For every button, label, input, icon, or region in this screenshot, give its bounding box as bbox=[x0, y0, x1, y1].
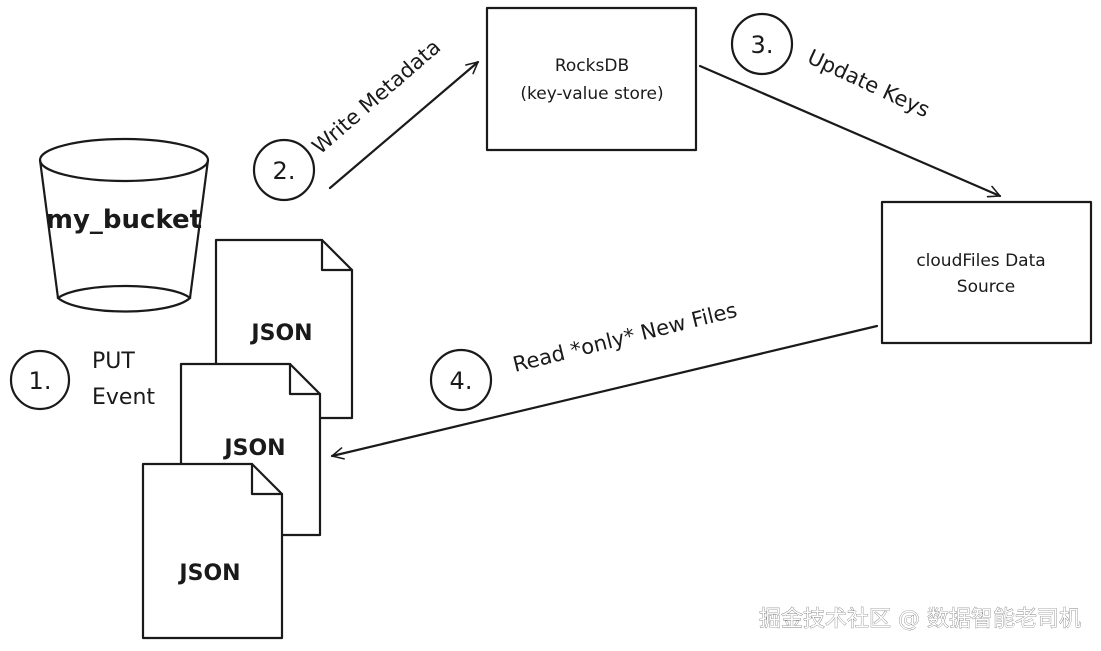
step-4-label: Read *only* New Files bbox=[510, 298, 739, 377]
step-3-number: 3. bbox=[751, 31, 774, 59]
cloudfiles-box: cloudFiles Data Source bbox=[880, 200, 1093, 345]
cloudfiles-rect bbox=[880, 200, 1093, 345]
step-1-circle bbox=[9, 349, 71, 411]
bucket-left-side bbox=[38, 158, 60, 300]
rocksdb-rect bbox=[485, 6, 698, 152]
json-file-3: JSON bbox=[141, 462, 284, 640]
rocksdb-title: RocksDB bbox=[555, 56, 629, 76]
bucket-label: my_bucket bbox=[46, 205, 202, 235]
step-4-circle bbox=[429, 348, 493, 412]
arrow-read-new-files bbox=[330, 324, 879, 460]
step-1-label-line2: Event bbox=[92, 385, 155, 410]
arrow-write-metadata bbox=[328, 60, 480, 190]
step-2: 2. Write Metadata bbox=[252, 35, 480, 202]
rocksdb-box: RocksDB (key-value store) bbox=[485, 6, 698, 152]
file-3-fold bbox=[250, 462, 284, 496]
step-1-label-line1: PUT bbox=[92, 349, 135, 374]
step-2-label: Write Metadata bbox=[308, 35, 446, 159]
cloudfiles-subtitle: Source bbox=[957, 277, 1015, 297]
rocksdb-subtitle: (key-value store) bbox=[520, 84, 663, 104]
step-2-number: 2. bbox=[273, 157, 296, 185]
bucket-right-side bbox=[188, 158, 210, 300]
file-1-label: JSON bbox=[249, 321, 312, 346]
step-3: 3. Update Keys bbox=[698, 12, 1002, 198]
step-4-number: 4. bbox=[450, 367, 473, 395]
bucket: my_bucket bbox=[38, 137, 210, 313]
bucket-bottom-back bbox=[56, 284, 192, 300]
file-2-fold bbox=[288, 362, 322, 396]
file-1-fold bbox=[320, 238, 354, 272]
step-3-label: Update Keys bbox=[804, 45, 934, 122]
step-3-circle bbox=[730, 12, 794, 76]
arrow-update-keys bbox=[698, 64, 1002, 198]
file-2-label: JSON bbox=[222, 436, 285, 461]
cloudfiles-title: cloudFiles Data bbox=[916, 251, 1045, 271]
step-1: 1. PUT Event bbox=[9, 349, 155, 411]
file-3-page bbox=[141, 462, 284, 640]
bucket-rim bbox=[38, 137, 210, 183]
step-2-circle bbox=[252, 138, 316, 202]
step-1-number: 1. bbox=[29, 367, 52, 395]
bucket-bottom bbox=[56, 296, 192, 313]
step-4: 4. Read *only* New Files bbox=[330, 298, 879, 460]
file-3-label: JSON bbox=[177, 561, 240, 586]
watermark-text: 掘金技术社区 @ 数据智能老司机 bbox=[759, 607, 1081, 632]
